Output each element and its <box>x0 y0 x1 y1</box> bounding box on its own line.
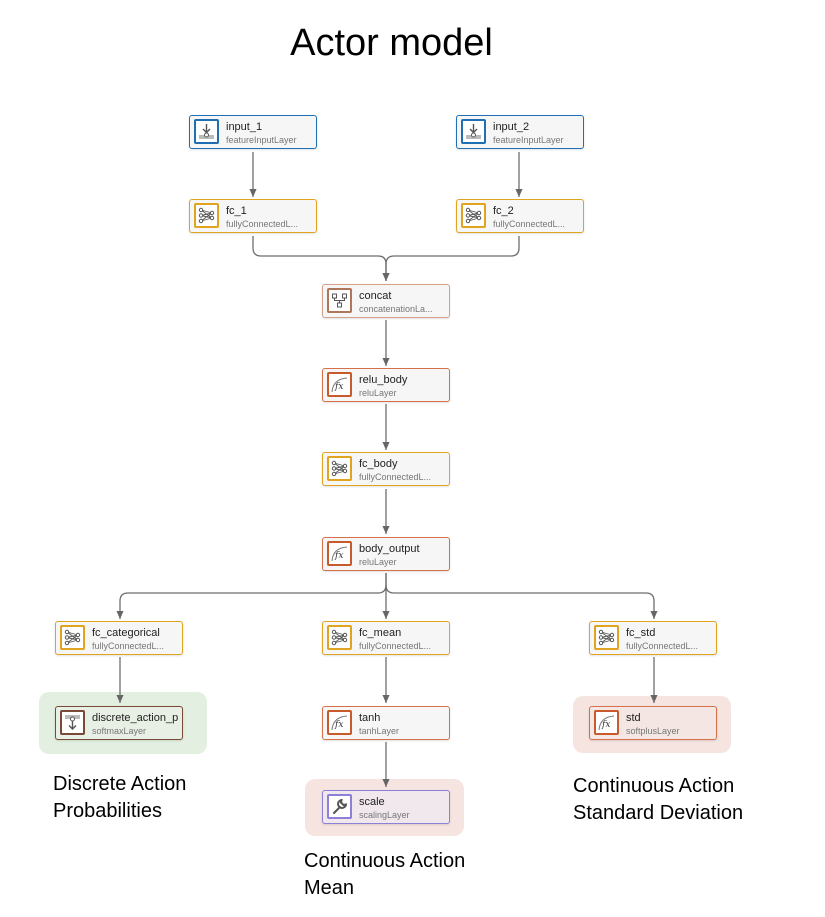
caption-line: Continuous Action <box>304 850 466 872</box>
node-input-2[interactable]: input_2 featureInputLayer <box>456 115 584 149</box>
node-type: concatenationLa... <box>359 304 433 314</box>
node-discrete-action[interactable]: discrete_action_p softmaxLayer <box>55 706 183 740</box>
edge-fc1-concat <box>252 236 390 281</box>
node-name: tanh <box>359 712 381 724</box>
node-fc-2[interactable]: fc_2 fullyConnectedL... <box>456 199 584 233</box>
node-type: scalingLayer <box>359 810 410 820</box>
node-std[interactable]: fx std softplusLayer <box>589 706 717 740</box>
edge-fc2-concat <box>382 236 520 281</box>
node-type: featureInputLayer <box>493 135 564 145</box>
node-type: softplusLayer <box>626 726 680 736</box>
node-name: input_1 <box>226 121 263 133</box>
edge-bodyoutput-fccategorical <box>116 573 387 619</box>
caption-discrete: Discrete Action Probabilities <box>53 771 186 825</box>
svg-text:fx: fx <box>334 382 343 392</box>
node-name: relu_body <box>359 374 408 386</box>
edge-bodyoutput-fcstd <box>385 584 658 619</box>
node-name: fc_categorical <box>92 627 160 639</box>
node-name: discrete_action_p <box>92 712 179 724</box>
node-type: fullyConnectedL... <box>493 219 566 229</box>
node-fc-body[interactable]: fc_body fullyConnectedL... <box>322 452 450 486</box>
wrench-icon <box>327 794 352 819</box>
input-icon <box>461 119 486 144</box>
caption-line: Probabilities <box>53 800 162 822</box>
function-icon: fx <box>327 372 352 397</box>
fully-connected-icon <box>327 625 352 650</box>
node-fc-mean[interactable]: fc_mean fullyConnectedL... <box>322 621 450 655</box>
node-type: reluLayer <box>359 557 397 567</box>
fully-connected-icon <box>461 203 486 228</box>
function-icon: fx <box>327 541 352 566</box>
node-name: fc_2 <box>493 205 514 217</box>
svg-text:fx: fx <box>334 551 343 561</box>
node-type: softmaxLayer <box>92 726 147 736</box>
node-name: fc_body <box>359 458 398 470</box>
function-icon: fx <box>594 710 619 735</box>
fully-connected-icon <box>594 625 619 650</box>
node-scale[interactable]: scale scalingLayer <box>322 790 450 824</box>
caption-mean: Continuous Action Mean <box>304 848 465 902</box>
node-name: scale <box>359 796 385 808</box>
node-name: fc_std <box>626 627 656 639</box>
node-fc-categorical[interactable]: fc_categorical fullyConnectedL... <box>55 621 183 655</box>
function-icon: fx <box>327 710 352 735</box>
svg-text:fx: fx <box>601 720 610 730</box>
fully-connected-icon <box>327 456 352 481</box>
node-name: input_2 <box>493 121 530 133</box>
node-type: featureInputLayer <box>226 135 297 145</box>
concatenation-icon <box>327 288 352 313</box>
node-name: concat <box>359 290 392 302</box>
node-type: fullyConnectedL... <box>226 219 299 229</box>
svg-text:fx: fx <box>334 720 343 730</box>
caption-line: Standard Deviation <box>573 802 744 824</box>
node-concat[interactable]: concat concatenationLa... <box>322 284 450 318</box>
node-type: fullyConnectedL... <box>359 472 432 482</box>
node-relu-body[interactable]: fx relu_body reluLayer <box>322 368 450 402</box>
node-fc-1[interactable]: fc_1 fullyConnectedL... <box>189 199 317 233</box>
node-name: std <box>626 712 641 724</box>
node-type: reluLayer <box>359 388 397 398</box>
node-body-output[interactable]: fx body_output reluLayer <box>322 537 450 571</box>
caption-line: Mean <box>304 877 355 899</box>
caption-line: Discrete Action <box>53 773 187 795</box>
input-icon <box>194 119 219 144</box>
node-type: fullyConnectedL... <box>92 641 165 651</box>
softmax-icon <box>60 710 85 735</box>
fully-connected-icon <box>194 203 219 228</box>
node-name: fc_1 <box>226 205 247 217</box>
fully-connected-icon <box>60 625 85 650</box>
node-tanh[interactable]: fx tanh tanhLayer <box>322 706 450 740</box>
node-name: body_output <box>359 543 420 555</box>
diagram-title: Actor model <box>290 22 493 64</box>
node-fc-std[interactable]: fc_std fullyConnectedL... <box>589 621 717 655</box>
node-input-1[interactable]: input_1 featureInputLayer <box>189 115 317 149</box>
caption-line: Continuous Action <box>573 775 735 797</box>
node-type: fullyConnectedL... <box>359 641 432 651</box>
node-type: fullyConnectedL... <box>626 641 699 651</box>
node-type: tanhLayer <box>359 726 400 736</box>
caption-std: Continuous Action Standard Deviation <box>573 773 743 827</box>
node-name: fc_mean <box>359 627 402 639</box>
